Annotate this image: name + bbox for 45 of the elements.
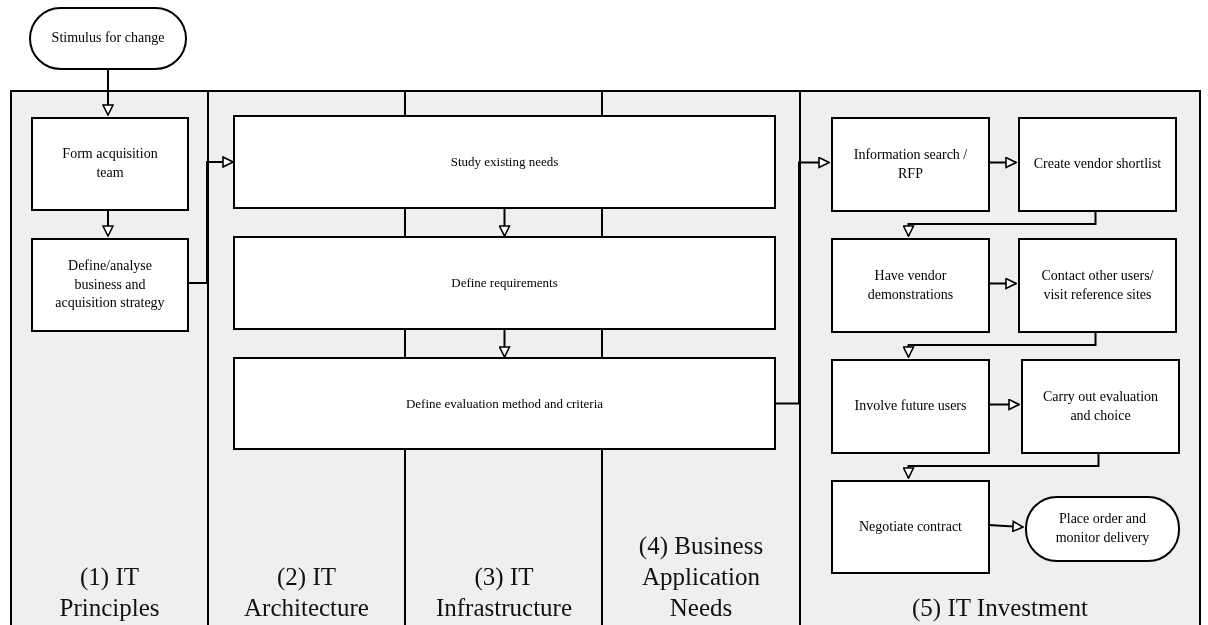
lane-title: (3) IT Infrastructure <box>434 562 573 623</box>
process-box <box>233 115 776 209</box>
process-box <box>233 236 776 330</box>
box-label: Contact other users/ visit reference sites <box>1040 266 1155 304</box>
lane-title: (2) IT Architecture <box>243 562 370 623</box>
connector-arrow <box>775 156 830 405</box>
box-label: Create vendor shortlist <box>1033 155 1162 174</box>
process-box <box>831 359 990 454</box>
process-box <box>831 238 990 333</box>
connector-arrow <box>498 329 511 358</box>
process-box <box>831 117 990 212</box>
box-label: Have vendor demonstrations <box>866 266 955 304</box>
box-label: Form acquisition team <box>61 145 159 182</box>
box-label: Carry out evaluation and choice <box>1041 387 1160 425</box>
process-box <box>1018 238 1177 333</box>
process-box <box>233 357 776 450</box>
lane-title: (4) Business Application Needs <box>637 531 765 623</box>
connector-arrow <box>987 156 1017 169</box>
connector-arrow <box>902 451 1100 479</box>
box-label: Information search / RFP <box>852 145 969 183</box>
box-label: Stimulus for change <box>51 29 165 48</box>
process-box <box>831 480 990 574</box>
connector-arrow <box>987 277 1017 290</box>
box-label: Define requirements <box>451 274 558 292</box>
connector-arrow <box>102 69 114 116</box>
connector-arrow <box>102 208 114 237</box>
connector-arrow <box>902 330 1097 358</box>
lane-title: (1) IT Principles <box>58 562 161 623</box>
connector-arrow <box>902 209 1097 237</box>
connector-arrow <box>186 156 234 284</box>
process-box <box>1021 359 1180 454</box>
box-label: Define evaluation method and criteria <box>405 394 604 413</box>
process-box <box>1018 117 1177 212</box>
connector-arrow <box>498 208 511 237</box>
process-box <box>31 117 189 211</box>
connector-arrow <box>987 520 1024 533</box>
box-label: Study existing needs <box>450 153 559 171</box>
process-box <box>31 238 189 332</box>
lane-title: (5) IT Investment <box>911 593 1089 623</box>
box-label: Place order and monitor delivery <box>1054 510 1151 547</box>
box-label: Involve future users <box>854 397 967 416</box>
box-label: Define/analyse business and acquisition strategy <box>54 256 166 313</box>
terminator-shape <box>1025 496 1180 562</box>
connector-arrow <box>987 398 1020 411</box>
box-label: Negotiate contract <box>859 517 962 536</box>
